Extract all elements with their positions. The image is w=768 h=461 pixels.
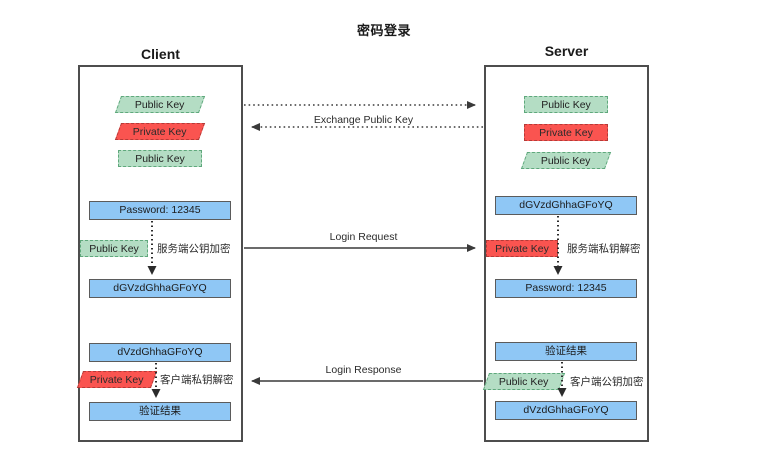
server-decrypt-note: 服务端私钥解密 <box>567 243 641 255</box>
client-public-key-remote-chip: Public Key <box>114 96 206 113</box>
server-encrypt-key-chip: Public Key <box>482 373 566 390</box>
server-encrypt-note: 客户端公钥加密 <box>570 376 644 388</box>
server-private-key-chip: Private Key <box>524 124 608 141</box>
login-request-label: Login Request <box>329 231 398 243</box>
client-public-key-own-chip: Public Key <box>118 150 202 167</box>
client-decrypt-key-chip: Private Key <box>76 371 158 388</box>
server-column-title: Server <box>544 43 589 59</box>
client-result-box: 验证结果 <box>89 402 231 421</box>
server-result-box: 验证结果 <box>495 342 637 361</box>
server-password-box: Password: 12345 <box>495 279 637 298</box>
server-public-key-own-chip: Public Key <box>524 96 608 113</box>
diagram-title: 密码登录 <box>356 23 411 38</box>
client-private-key-chip: Private Key <box>114 123 206 140</box>
client-ciphertext-box: dGVzdGhhaGFoYQ <box>89 279 231 298</box>
client-column-title: Client <box>141 46 180 62</box>
server-response-cipher-box: dVzdGhhaGFoYQ <box>495 401 637 420</box>
client-encrypt-key-chip: Public Key <box>80 240 148 257</box>
login-response-label: Login Response <box>325 364 402 376</box>
client-encrypt-note: 服务端公钥加密 <box>157 243 231 255</box>
exchange-public-key-label: Exchange Public Key <box>313 114 414 126</box>
client-response-cipher-box: dVzdGhhaGFoYQ <box>89 343 231 362</box>
client-password-box: Password: 12345 <box>89 201 231 220</box>
server-public-key-remote-chip: Public Key <box>520 152 612 169</box>
server-ciphertext-box: dGVzdGhhaGFoYQ <box>495 196 637 215</box>
client-decrypt-note: 客户端私钥解密 <box>160 374 234 386</box>
server-decrypt-key-chip: Private Key <box>486 240 558 257</box>
